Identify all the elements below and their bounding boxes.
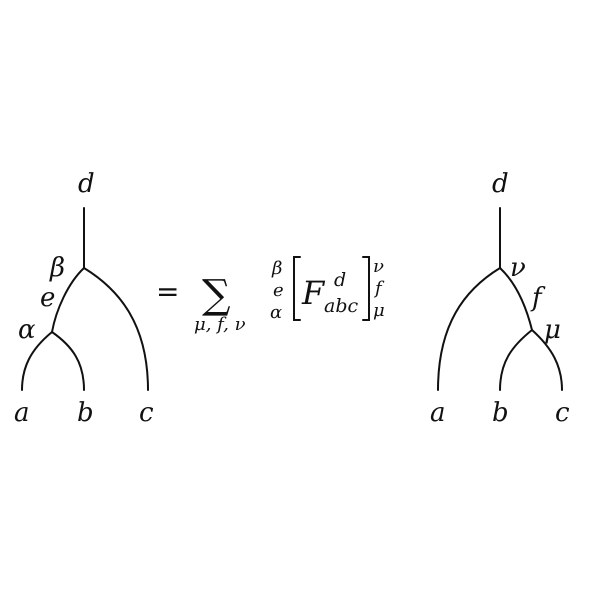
right-tree-leaf-c: c — [555, 398, 570, 428]
left-tree-edge-b — [51, 331, 85, 391]
sum-symbol: ∑ — [202, 272, 231, 318]
matrix-subscript-abc: abc — [324, 295, 358, 317]
left-index-e: e — [273, 280, 284, 301]
right-index-nu: ν — [373, 256, 384, 277]
right-tree-label-upper-vertex: ν — [510, 253, 526, 283]
right-index-f: f — [373, 278, 385, 299]
left-tree-label-lower-vertex: α — [18, 315, 36, 345]
left-bracket — [293, 256, 301, 321]
right-tree-inner-edge-f — [499, 267, 533, 331]
sum-index: μ, f, ν — [194, 314, 246, 335]
f-matrix-equation: = ∑ μ, f, ν β e α F d abc ν f μ — [156, 256, 385, 335]
right-tree-label-top: d — [492, 169, 509, 199]
left-tree-edge-c — [83, 267, 149, 391]
left-tree-inner-edge-e — [51, 267, 85, 333]
left-tree-label-inner-edge: e — [40, 283, 55, 313]
left-tree: d β e α a b c — [14, 169, 154, 428]
equals-sign: = — [156, 275, 179, 308]
right-tree-label-lower-vertex: μ — [544, 315, 561, 345]
left-tree-leaf-c: c — [139, 398, 154, 428]
right-tree: d ν f μ a b c — [430, 169, 570, 428]
right-tree-leaf-b: b — [492, 398, 509, 428]
right-index-mu: μ — [373, 300, 385, 321]
right-tree-edge-c — [531, 329, 563, 391]
left-tree-edge-a — [21, 331, 53, 391]
left-index-beta: β — [271, 258, 282, 279]
right-tree-leaf-a: a — [430, 398, 446, 428]
left-index-alpha: α — [270, 302, 282, 323]
right-bracket — [362, 256, 370, 321]
right-tree-edge-b — [499, 329, 533, 391]
matrix-superscript-d: d — [334, 269, 346, 291]
left-tree-label-top: d — [78, 169, 95, 199]
matrix-symbol-f: F — [301, 274, 326, 312]
left-tree-leaf-a: a — [14, 398, 30, 428]
left-tree-leaf-b: b — [77, 398, 94, 428]
left-tree-label-upper-vertex: β — [49, 253, 65, 283]
right-tree-edge-a — [437, 267, 501, 391]
right-tree-label-inner-edge: f — [530, 283, 546, 313]
